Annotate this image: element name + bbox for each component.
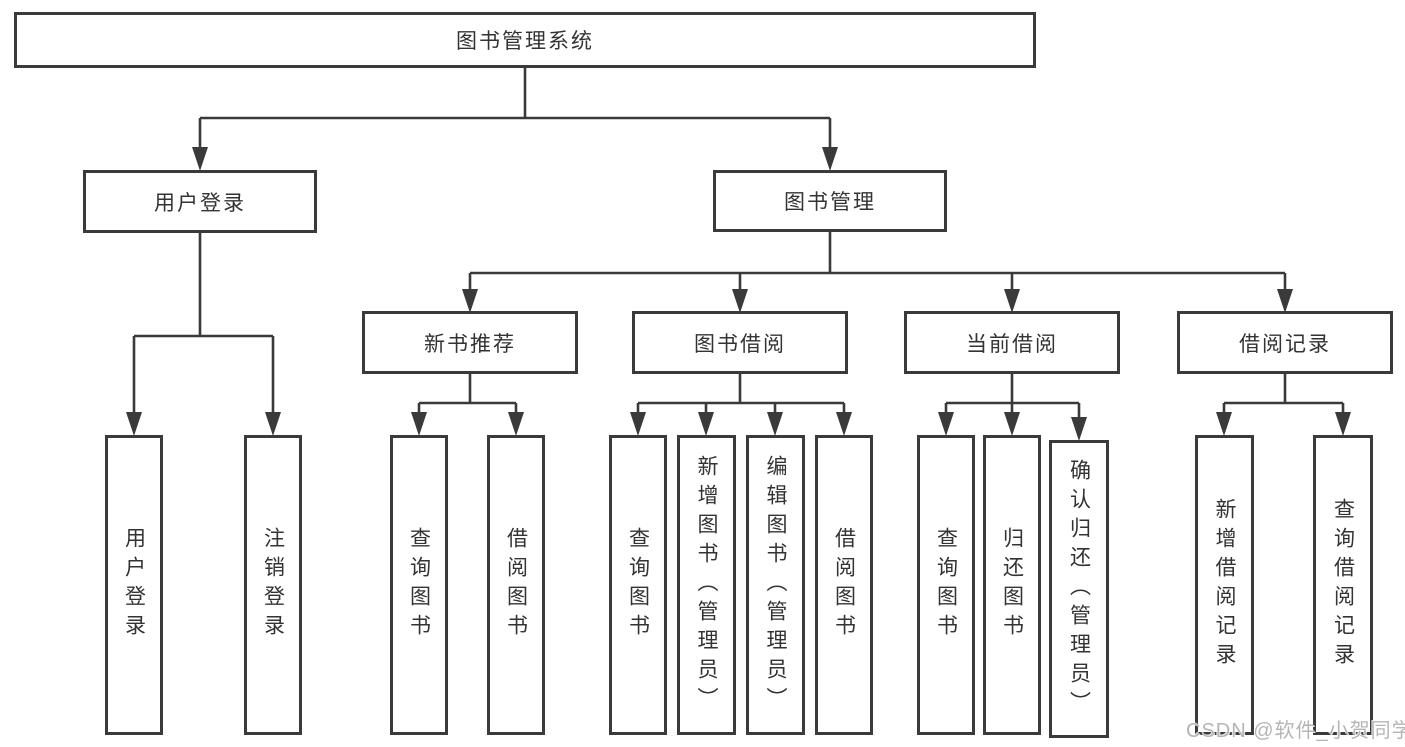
connector-root-to-level2 xyxy=(192,68,838,171)
connector-user-login-to-leaves xyxy=(126,233,281,436)
arrowhead xyxy=(698,412,714,436)
leaf-query-books: 查询图书 xyxy=(390,435,448,735)
leaf-query-books: 查询图书 xyxy=(917,435,975,735)
leaf-return-books: 归还图书 xyxy=(983,435,1041,735)
arrowhead xyxy=(822,147,838,171)
arrowhead xyxy=(508,412,524,436)
leaf-label: 借阅图书 xyxy=(832,527,856,643)
arrowhead xyxy=(1004,412,1020,436)
node-label: 图书管理系统 xyxy=(456,30,594,53)
node-label: 新书推荐 xyxy=(424,332,516,356)
node-label: 图书管理 xyxy=(784,191,876,214)
leaf-label: 新增借阅记录 xyxy=(1213,498,1236,672)
connector-book-management-to-level3 xyxy=(462,232,1293,313)
leaf-add-books-admin: 新增图书（管理员） xyxy=(677,435,736,735)
leaf-query-borrow-record: 查询借阅记录 xyxy=(1313,435,1373,735)
leaf-borrow-books: 借阅图书 xyxy=(815,435,873,735)
node-label: 借阅记录 xyxy=(1239,332,1331,356)
arrowhead xyxy=(767,412,783,436)
connector-borrow-records-to-leaves xyxy=(1216,374,1351,436)
connector-book-borrow-to-leaves xyxy=(630,374,852,436)
leaf-add-borrow-record: 新增借阅记录 xyxy=(1195,435,1254,735)
leaf-label: 查询图书 xyxy=(407,527,431,643)
arrowhead xyxy=(462,289,478,313)
leaf-edit-books-admin: 编辑图书（管理员） xyxy=(746,435,805,735)
connector-current-borrow-to-leaves xyxy=(938,374,1087,441)
leaf-label: 归还图书 xyxy=(1000,527,1024,643)
arrowhead xyxy=(265,412,281,436)
node-book-borrow: 图书借阅 xyxy=(632,311,848,374)
csdn-watermark: CSDN @软件_小贺同学 xyxy=(1186,720,1405,742)
arrowhead xyxy=(732,289,748,313)
leaf-label: 新增图书（管理员） xyxy=(695,454,718,716)
arrowhead xyxy=(1335,412,1351,436)
leaf-label: 确认归还（管理员） xyxy=(1067,458,1091,720)
leaf-borrow-books: 借阅图书 xyxy=(487,435,545,735)
leaf-logout: 注销登录 xyxy=(244,435,302,735)
node-current-borrow: 当前借阅 xyxy=(904,311,1120,374)
connector-new-book-recommend-to-leaves xyxy=(411,374,524,436)
node-book-management: 图书管理 xyxy=(713,170,947,232)
leaf-confirm-return-admin: 确认归还（管理员） xyxy=(1049,440,1109,738)
node-new-book-recommend: 新书推荐 xyxy=(362,311,578,374)
arrowhead xyxy=(411,412,427,436)
leaf-label: 查询借阅记录 xyxy=(1331,498,1355,672)
leaf-label: 借阅图书 xyxy=(504,527,528,643)
arrowhead xyxy=(1004,289,1020,313)
node-library-system: 图书管理系统 xyxy=(14,12,1036,68)
arrowhead xyxy=(192,147,208,171)
node-label: 图书借阅 xyxy=(694,332,786,356)
leaf-query-books: 查询图书 xyxy=(609,435,667,735)
leaf-label: 查询图书 xyxy=(934,527,958,643)
arrowhead xyxy=(630,412,646,436)
leaf-label: 编辑图书（管理员） xyxy=(764,454,787,716)
arrowhead xyxy=(938,412,954,436)
leaf-label: 注销登录 xyxy=(261,527,285,643)
arrowhead xyxy=(126,412,142,436)
node-label: 用户登录 xyxy=(154,191,246,215)
node-label: 当前借阅 xyxy=(966,332,1058,356)
node-user-login: 用户登录 xyxy=(83,170,317,233)
arrowhead xyxy=(1216,412,1232,436)
arrowhead xyxy=(1277,289,1293,313)
arrowhead xyxy=(1071,417,1087,441)
leaf-label: 查询图书 xyxy=(626,527,650,643)
node-borrow-records: 借阅记录 xyxy=(1177,311,1393,374)
arrowhead xyxy=(836,412,852,436)
leaf-user-login: 用户登录 xyxy=(105,435,163,735)
leaf-label: 用户登录 xyxy=(122,527,146,643)
